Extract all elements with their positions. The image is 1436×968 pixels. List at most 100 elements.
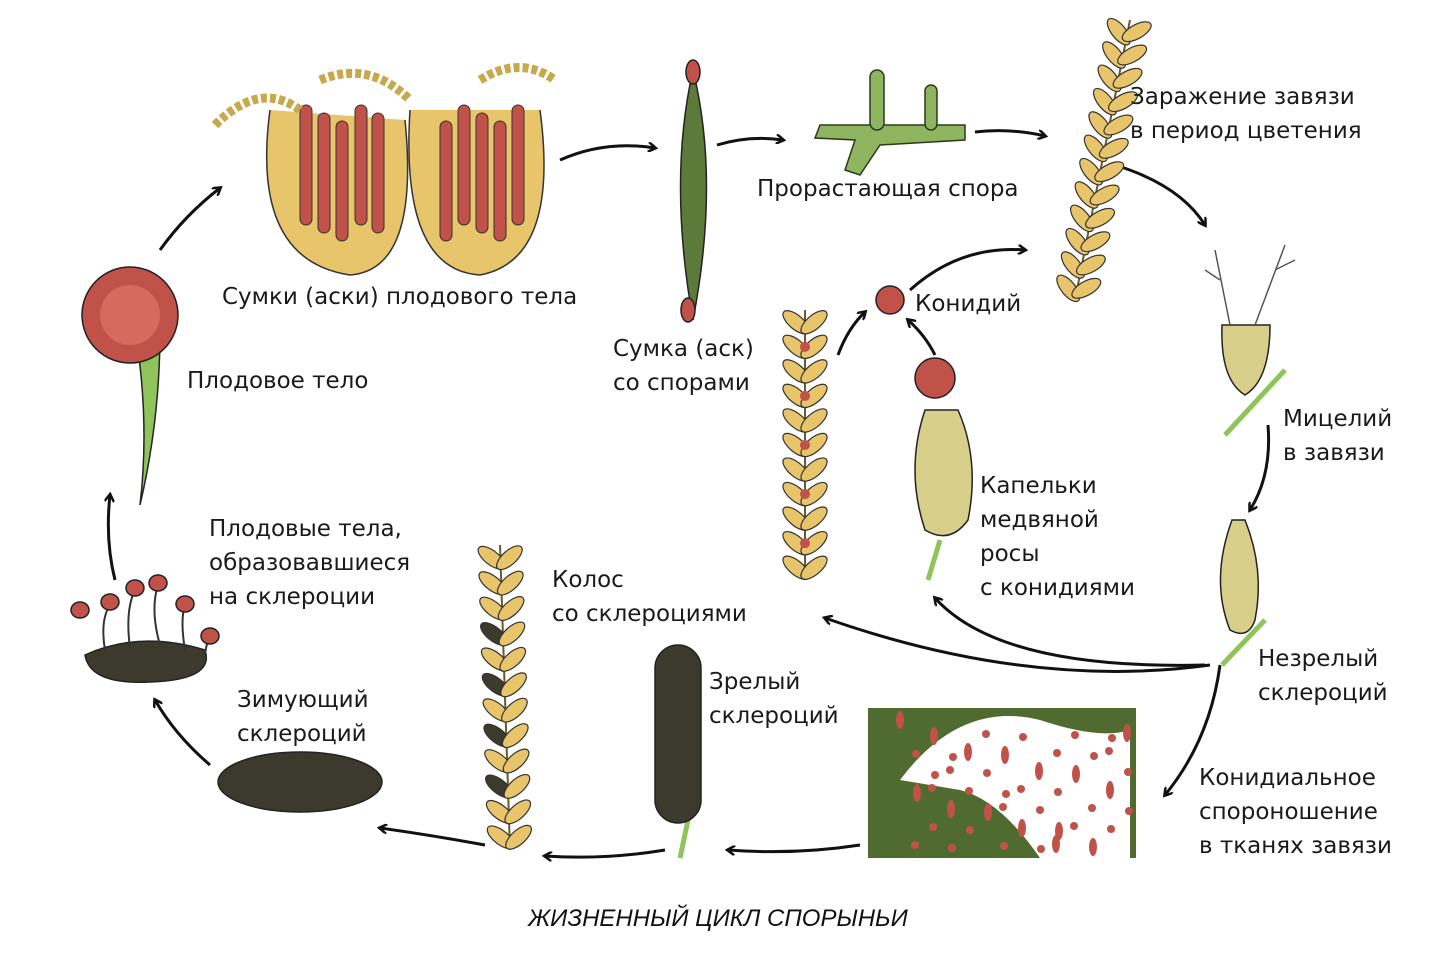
ascus — [371, 112, 385, 234]
wheat-ear — [1056, 17, 1152, 303]
label-line: Конидий — [915, 291, 1022, 317]
ear-kernel — [497, 596, 525, 622]
label-line: Прорастающая спора — [757, 176, 1019, 202]
label-fruit-body: Плодовое тело — [187, 364, 368, 398]
overwintering-sclerotium-illustration — [217, 751, 383, 813]
wheat-ears — [477, 17, 1152, 851]
ear-kernel — [1080, 231, 1111, 253]
label-line: со склероциями — [552, 601, 747, 627]
conidium-dot — [1125, 807, 1133, 815]
conidium-dot — [930, 727, 938, 745]
ear-kernel — [1089, 184, 1120, 206]
label-line: Сумка (аск) — [613, 336, 754, 362]
ear-kernel — [499, 646, 527, 672]
label-immature-sclerotium: Незрелый склероций — [1258, 642, 1388, 710]
ear-kernel — [496, 570, 524, 596]
label-line: склероций — [237, 721, 367, 747]
label-line: росы — [980, 541, 1040, 567]
ear-kernel — [800, 457, 828, 482]
ear-kernel — [1094, 161, 1125, 183]
honeydew-drop — [800, 390, 810, 401]
ear-kernel — [800, 408, 828, 433]
ear-kernel — [800, 481, 828, 507]
ear-kernel — [498, 621, 526, 647]
arrow — [380, 828, 486, 847]
ear-kernel — [800, 530, 828, 556]
ear-kernel — [1071, 277, 1102, 299]
ascus — [511, 104, 525, 226]
ear-kernel — [1117, 44, 1148, 66]
conidium-dot — [1052, 835, 1060, 853]
arrow — [908, 320, 937, 356]
conidium-dot — [896, 711, 904, 729]
conidium-dot — [1018, 819, 1026, 837]
label-ascus: Сумка (аск)со спорами — [613, 332, 754, 400]
conidium-dot — [1090, 752, 1098, 760]
label-line: в период цветения — [1130, 118, 1362, 144]
ascus — [354, 104, 368, 226]
conidium-dot — [1108, 734, 1116, 742]
ear-kernel — [502, 748, 530, 774]
conidium-dot — [913, 784, 921, 802]
ear-kernel — [503, 773, 531, 799]
conidium-dot — [946, 766, 954, 774]
perithecia-illustration — [211, 63, 558, 276]
label-line: медвяной — [980, 507, 1099, 533]
conidial-tissue-illustration — [868, 708, 1136, 858]
ascus — [457, 104, 471, 226]
honeydew-drop — [800, 538, 810, 549]
label-line: образовавшиеся — [209, 550, 411, 576]
ear-kernel — [800, 555, 828, 580]
ear-kernel — [504, 799, 532, 825]
label-line: склероций — [709, 703, 839, 729]
arrow — [559, 146, 655, 162]
arrow — [108, 495, 117, 581]
honeydew-ovary-illustration — [914, 357, 973, 581]
ear-kernel — [500, 672, 527, 698]
conidium-dot — [928, 784, 936, 792]
conidium-dot — [949, 753, 957, 761]
conidium-dot — [1019, 733, 1027, 741]
conidium-dot — [1070, 822, 1078, 830]
ear-kernel — [1098, 137, 1129, 159]
ear-kernel — [496, 545, 523, 571]
ear-kernel — [501, 723, 529, 749]
conidium-dot — [911, 841, 919, 849]
ear-kernel — [1103, 114, 1134, 136]
arrow — [545, 848, 666, 857]
mature-sclerotium-illustration — [654, 644, 702, 859]
label-line: в завязи — [1283, 440, 1385, 466]
ear-kernel — [800, 310, 828, 335]
arrow — [1114, 163, 1205, 225]
conidium-dot — [984, 803, 992, 821]
ascus — [439, 120, 453, 242]
label-line: склероций — [1258, 680, 1388, 706]
conidium-dot — [1036, 806, 1044, 814]
arrow — [836, 312, 865, 356]
arrow — [974, 129, 1045, 136]
conidium-dot — [1037, 845, 1045, 853]
arrow — [935, 598, 1206, 667]
conidium-dot — [1035, 762, 1043, 780]
arrow — [825, 618, 1211, 673]
ear-kernel — [800, 359, 828, 384]
conidium-dot — [982, 730, 990, 738]
ascus — [475, 112, 489, 234]
label-conidium: Конидий — [915, 287, 1021, 321]
label-line: Колос — [552, 567, 624, 593]
ear-kernel — [501, 697, 528, 723]
label-line: Незрелый — [1258, 646, 1379, 672]
germinating-spore-illustration — [813, 69, 966, 176]
conidium-dot — [1071, 731, 1079, 739]
immature-sclerotium-illustration — [1219, 519, 1267, 667]
conidium-dot — [1089, 838, 1097, 856]
cycle-arrows — [108, 129, 1271, 857]
conidium-dot — [912, 750, 920, 758]
label-line: с конидиями — [980, 575, 1135, 601]
